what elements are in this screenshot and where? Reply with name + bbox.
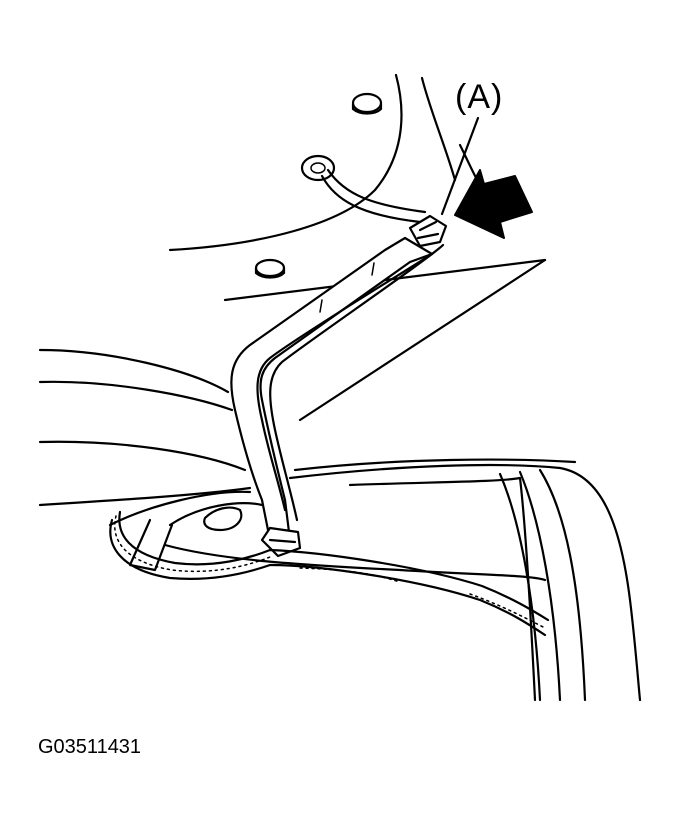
callout-leader xyxy=(440,116,480,216)
callout-label-a: (A) xyxy=(455,78,504,116)
panel-grommet xyxy=(254,258,286,279)
side-panel xyxy=(38,348,252,507)
figure-id: G03511431 xyxy=(38,736,142,758)
main-wiring-harness xyxy=(109,510,550,637)
body-panel-outline xyxy=(168,73,547,422)
tailgate-outline xyxy=(288,458,642,702)
sensor-cable xyxy=(320,168,427,224)
harness-conduit xyxy=(230,236,445,542)
pointer-arrow xyxy=(454,169,533,239)
wheel-housing xyxy=(108,490,264,572)
cable-grommet xyxy=(300,154,336,182)
connector-a xyxy=(408,214,448,248)
panel-grommet xyxy=(351,92,383,115)
